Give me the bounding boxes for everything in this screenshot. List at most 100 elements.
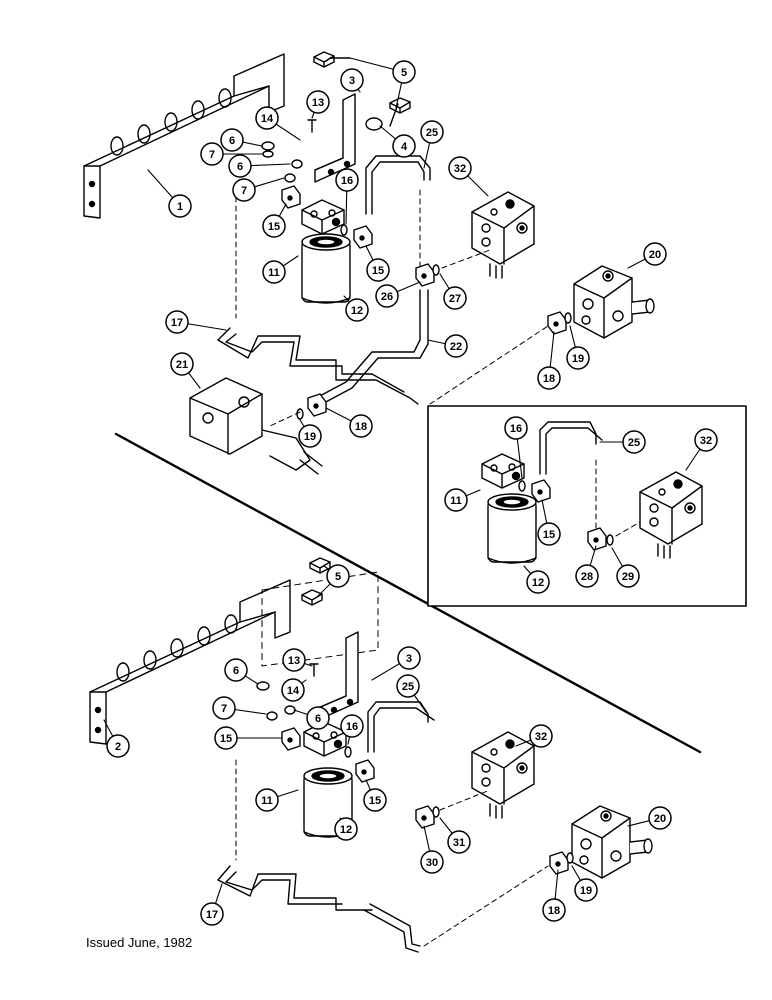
callout-18: 18 [537,331,561,390]
tube-22-outline [321,289,429,405]
callout-number: 6 [229,135,235,147]
bolt-13-lower [309,663,319,677]
callout-circle [397,646,421,670]
callout-12: 12 [343,295,369,322]
callout-16: 16 [504,416,528,479]
callout-number: 25 [402,681,414,693]
callout-18: 18 [325,407,373,438]
fitting-18b [307,393,327,417]
callout-27: 27 [439,273,467,310]
callout-2: 2 [103,719,130,758]
callout-number: 19 [572,353,584,365]
callout-circle [255,788,279,812]
callout-number: 20 [654,813,666,825]
callout-17: 17 [165,310,227,334]
callout-number: 16 [346,721,358,733]
callout-number: 27 [449,293,461,305]
callout-circle [566,346,590,370]
callout-number: 15 [369,795,381,807]
washer-6c [256,681,270,691]
oring-27 [432,264,440,276]
callout-11: 11 [262,255,299,284]
callout-circle [444,334,468,358]
callout-number: 7 [221,703,227,715]
callout-circle [392,134,416,158]
nut-7a [262,150,274,158]
callout-number: 29 [622,571,634,583]
callout-32: 32 [685,428,718,471]
callout-20: 20 [627,806,672,830]
callout-number: 32 [535,731,547,743]
callout-number: 5 [335,571,341,583]
callout-circle [443,286,467,310]
callout-circle [340,714,364,738]
bracket-3-lower [317,631,359,721]
callout-25: 25 [599,430,646,454]
callout-circle [262,260,286,284]
callout-6: 6 [228,154,291,178]
callout-circle [504,416,528,440]
callout-circle [170,352,194,376]
callout-circle [306,90,330,114]
callout-31: 31 [439,817,471,854]
callout-number: 15 [220,733,232,745]
nut-7b [284,173,296,183]
callout-number: 11 [450,495,462,507]
callout-circle [375,284,399,308]
tube-22 [315,289,421,399]
callout-circle [537,522,561,546]
callout-number: 25 [628,437,640,449]
callout-circle [262,214,286,238]
fitting-30 [415,805,435,829]
callout-number: 7 [241,185,247,197]
callout-number: 15 [268,221,280,233]
callout-22: 22 [427,334,468,358]
valve-32-lower [471,731,535,819]
valve-21 [189,377,323,475]
callout-13: 13 [282,648,313,672]
callout-circle [529,724,553,748]
callout-circle [200,142,224,166]
callout-number: 19 [304,431,316,443]
callout-21: 21 [170,352,201,389]
callout-3: 3 [340,68,364,93]
callout-15: 15 [363,779,387,812]
callout-16: 16 [335,168,359,225]
callout-30: 30 [420,825,444,874]
callout-14: 14 [255,106,301,141]
callout-number: 13 [312,97,324,109]
callout-6: 6 [293,706,330,730]
upper-assembly [83,51,655,475]
fitting-18-lower [549,851,569,875]
callout-number: 16 [510,423,522,435]
callout-number: 5 [401,67,407,79]
callout-number: 28 [581,571,593,583]
callout-number: 17 [206,909,218,921]
callout-1: 1 [147,169,192,218]
inset-oring-29 [606,534,614,546]
callout-number: 6 [315,713,321,725]
callout-15: 15 [214,726,283,750]
washer-6a [261,141,275,151]
tube-25 [371,161,425,215]
filter-head [301,199,345,235]
callout-number: 20 [649,249,661,261]
callout-32: 32 [515,724,553,748]
callout-number: 30 [426,857,438,869]
pump-20-lower [571,805,653,879]
callout-circle [214,726,238,750]
callout-circle [575,564,599,588]
callout-number: 13 [288,655,300,667]
callout-number: 6 [237,161,243,173]
callout-number: 19 [580,885,592,897]
callout-number: 6 [233,665,239,677]
callout-20: 20 [627,242,667,269]
callout-number: 15 [543,529,555,541]
callout-circle [694,428,718,452]
callout-circle [616,564,640,588]
callout-circle [526,570,550,594]
callout-circle [232,178,256,202]
nut-7c [266,711,278,721]
callout-circle [648,806,672,830]
